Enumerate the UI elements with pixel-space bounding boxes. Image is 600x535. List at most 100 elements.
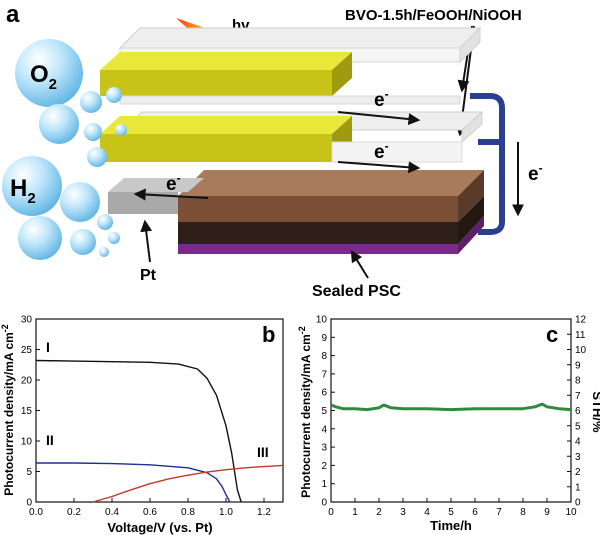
x-tick-label: 0.0 (29, 507, 43, 518)
x-tick-label: 10 (565, 507, 577, 518)
bubble (15, 39, 83, 107)
y2-tick-label: 11 (575, 330, 586, 341)
x-tick-label: 4 (424, 507, 430, 518)
y-tick-label: 9 (321, 333, 327, 344)
y2-tick-label: 9 (575, 360, 581, 371)
y-axis-label: Photocurrent density/mA cm-2 (297, 326, 313, 498)
glass-substrate-front (331, 141, 463, 163)
x-tick-label: 0 (328, 507, 334, 518)
x-tick-label: 1 (352, 507, 358, 518)
external-wire (470, 93, 505, 235)
bubble (60, 182, 100, 222)
series-line-1 (36, 462, 231, 503)
y2-tick-label: 10 (575, 345, 587, 356)
y2-tick-label: 2 (575, 467, 581, 478)
glass-substrate-bottom (119, 95, 461, 105)
electron-flow-arrow (337, 161, 421, 174)
y-tick-label: 0 (26, 498, 32, 509)
y2-tick-label: 8 (575, 376, 581, 387)
x-axis-label: Time/h (430, 518, 472, 533)
y2-tick-label: 4 (575, 437, 581, 448)
y-axis-label: Photocurrent density/mA cm-2 (0, 324, 16, 496)
x-tick-label: 0.8 (181, 507, 195, 518)
bvo-film-front (100, 134, 332, 162)
y-tick-label: 6 (321, 388, 327, 399)
bubble (106, 87, 122, 103)
electron-flow-arrow (337, 111, 421, 126)
x-tick-label: 8 (520, 507, 526, 518)
y-tick-label: 1 (321, 479, 327, 490)
y-tick-label: 7 (321, 369, 327, 380)
x-tick-label: 0.2 (67, 507, 81, 518)
x-tick-label: 2 (376, 507, 382, 518)
x-tick-label: 9 (544, 507, 550, 518)
psc-back-contact (178, 244, 458, 254)
electron-flow-arrow (133, 188, 209, 201)
bvo-film-top (100, 116, 352, 134)
y-tick-label: 10 (21, 437, 33, 448)
glass-substrate-top (118, 27, 482, 49)
bubble (97, 214, 113, 230)
electron-label: e- (528, 161, 543, 185)
x-axis-label: Voltage/V (vs. Pt) (107, 520, 212, 535)
y2-tick-label: 6 (575, 406, 581, 417)
y-tick-label: 3 (321, 443, 327, 454)
bvo-film-top (100, 52, 352, 70)
plot-frame (35, 318, 284, 503)
electron-label: e- (166, 171, 181, 195)
bubble (108, 232, 120, 244)
x-tick-label: 6 (472, 507, 478, 518)
panel-c-label: c (546, 322, 558, 347)
x-tick-label: 7 (496, 507, 502, 518)
y-tick-label: 20 (21, 376, 33, 387)
curve-label-i: I (46, 339, 50, 355)
y2-axis-label: STH/% (590, 391, 600, 433)
psc-top (178, 170, 484, 196)
photoanode-label: BVO-1.5h/FeOOH/NiOOH (345, 7, 522, 24)
electron-label: e- (374, 139, 389, 163)
y-tick-label: 25 (21, 345, 33, 356)
bubble (87, 147, 107, 167)
y2-tick-label: 5 (575, 421, 581, 432)
y2-tick-label: 1 (575, 482, 581, 493)
y-tick-label: 5 (321, 406, 327, 417)
y-tick-label: 15 (21, 406, 33, 417)
bvo-film-side (332, 52, 352, 96)
series-line-0 (35, 359, 242, 503)
glass-substrate-side (461, 110, 483, 144)
panel-a-label: a (6, 1, 20, 28)
y-tick-label: 8 (321, 351, 327, 362)
y-tick-label: 2 (321, 461, 327, 472)
y2-tick-label: 7 (575, 391, 581, 402)
o2-label: O2 (30, 61, 57, 93)
bubble (39, 104, 79, 144)
x-tick-label: 1.2 (257, 507, 271, 518)
y2-tick-label: 0 (575, 498, 581, 509)
bubble (99, 247, 109, 257)
pt-arrow (140, 219, 153, 263)
gas-bubbles (2, 39, 127, 260)
psc-dark-side (458, 196, 484, 244)
psc-dark-layer (178, 222, 458, 244)
panel-b-label: b (262, 322, 275, 347)
pt-electrode-top (108, 178, 204, 192)
bubble (18, 216, 62, 260)
psc-label: Sealed PSC (312, 283, 401, 300)
curve-label-ii: II (46, 432, 54, 448)
pt-label: Pt (140, 267, 157, 284)
x-tick-label: 3 (400, 507, 406, 518)
x-tick-label: 0.4 (105, 507, 119, 518)
bubble (70, 229, 96, 255)
x-tick-label: 5 (448, 507, 454, 518)
x-tick-label: 1.0 (219, 507, 233, 518)
psc-arrow (350, 249, 369, 279)
glass-substrate-side (459, 26, 481, 64)
x-tick-label: 0.6 (143, 507, 157, 518)
panel-a: a hv BVO-1.5h/FeOOH/NiOOH (2, 1, 543, 300)
y-tick-label: 0 (321, 498, 327, 509)
series-line-0 (330, 402, 572, 412)
y-tick-label: 10 (316, 315, 328, 326)
